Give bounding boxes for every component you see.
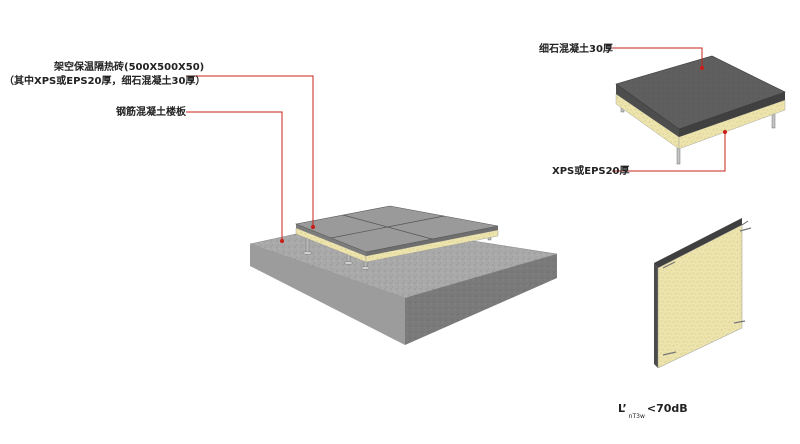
leader-tile (186, 75, 314, 227)
leader-slab (186, 111, 283, 241)
leader-lines (186, 47, 728, 244)
leader-insulation (612, 132, 726, 172)
detail-concrete-left (616, 84, 679, 137)
insulation-label: XPS或EPS20厚 (552, 166, 630, 177)
insulation-tiles (294, 205, 499, 263)
tiles-concrete-right (366, 226, 498, 256)
tile-label-line2: （其中XPS或EPS20厚，细石混凝土30厚） (4, 76, 206, 87)
wall-edge (654, 218, 742, 268)
formula-subscript: nT3w (628, 413, 645, 420)
wall-panel (654, 218, 752, 369)
formula-value: <70dB (646, 402, 688, 415)
fine-concrete-label: 细石混凝土30厚 (539, 44, 613, 55)
tiles-insulation-right (365, 229, 499, 263)
wall-face (657, 224, 743, 369)
leader-fine-concrete (612, 47, 703, 68)
wall-side (654, 263, 658, 368)
detail-insulation-right (678, 99, 786, 150)
slab-front-left (250, 244, 405, 345)
slab-label: 钢筋混凝土楼板 (116, 107, 186, 118)
detail-concrete-top (615, 55, 786, 130)
tile-label-line1: 架空保温隔热砖(500X500X50) (54, 62, 205, 73)
impact-sound-formula: L’nT3w<70dB (618, 402, 688, 420)
slab-front-right (405, 254, 557, 345)
tile-detail (615, 55, 786, 165)
detail-concrete-right (679, 92, 785, 137)
tiles-top (294, 205, 499, 253)
formula-main: L’ (618, 402, 627, 415)
tiles-concrete-left (296, 224, 366, 256)
